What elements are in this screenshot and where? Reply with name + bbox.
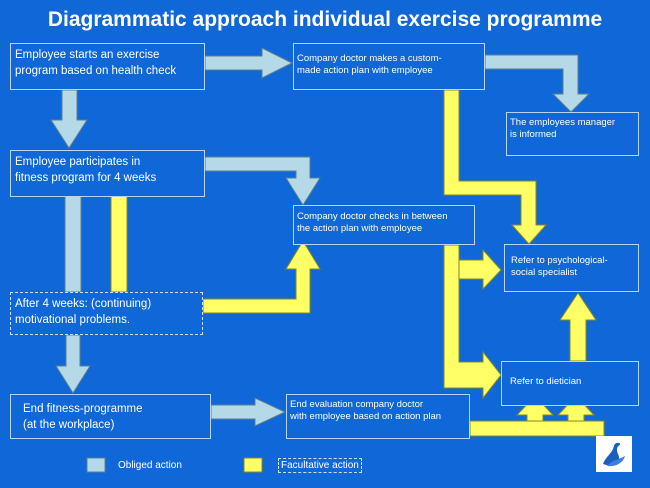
arrow-participates-to-motivational-facultative bbox=[110, 195, 128, 293]
legend-obliged-swatch bbox=[86, 457, 106, 473]
box-employee-starts: Employee starts an exercise program base… bbox=[10, 43, 205, 90]
arrow-participates-to-motivational bbox=[64, 195, 82, 293]
box-motivational: After 4 weeks: (continuing) motivational… bbox=[10, 292, 203, 335]
legend-obliged-label: Obliged action bbox=[118, 460, 182, 471]
box-psychological: Refer to psychological- social specialis… bbox=[504, 244, 639, 292]
arrow-to-psychological-branch bbox=[458, 248, 502, 291]
box-participates: Employee participates in fitness program… bbox=[10, 150, 205, 197]
arrow-plan-to-psychological bbox=[443, 89, 548, 245]
box-end-evaluation: End evaluation company doctor with emplo… bbox=[286, 394, 470, 439]
box-manager-informed: The employees manager is informed bbox=[506, 112, 639, 156]
arrow-plan-to-manager bbox=[484, 54, 591, 113]
arrow-checks-down bbox=[443, 244, 502, 400]
arrow-dietician-to-psychological bbox=[559, 292, 597, 362]
page-title: Diagrammatic approach individual exercis… bbox=[47, 8, 603, 31]
box-doctor-checks: Company doctor checks in between the act… bbox=[293, 205, 475, 245]
legend-facultative-label: Facultative action bbox=[278, 458, 362, 473]
arrow-motivational-to-end bbox=[55, 334, 91, 394]
arrow-start-to-participates bbox=[50, 89, 88, 149]
arrow-evaluation-bar bbox=[469, 420, 605, 437]
swan-logo bbox=[596, 436, 632, 472]
arrow-participates-to-checks bbox=[204, 156, 321, 206]
legend-facultative-swatch bbox=[243, 457, 263, 473]
arrow-start-to-doctor-plan bbox=[204, 47, 294, 79]
arrow-motivational-to-checks bbox=[202, 240, 321, 314]
arrow-end-to-evaluation bbox=[210, 397, 287, 427]
box-end-fitness: End fitness-programme (at the workplace) bbox=[10, 394, 211, 439]
box-dietician: Refer to dietician bbox=[501, 361, 639, 406]
box-doctor-action-plan: Company doctor makes a custom- made acti… bbox=[293, 43, 485, 90]
